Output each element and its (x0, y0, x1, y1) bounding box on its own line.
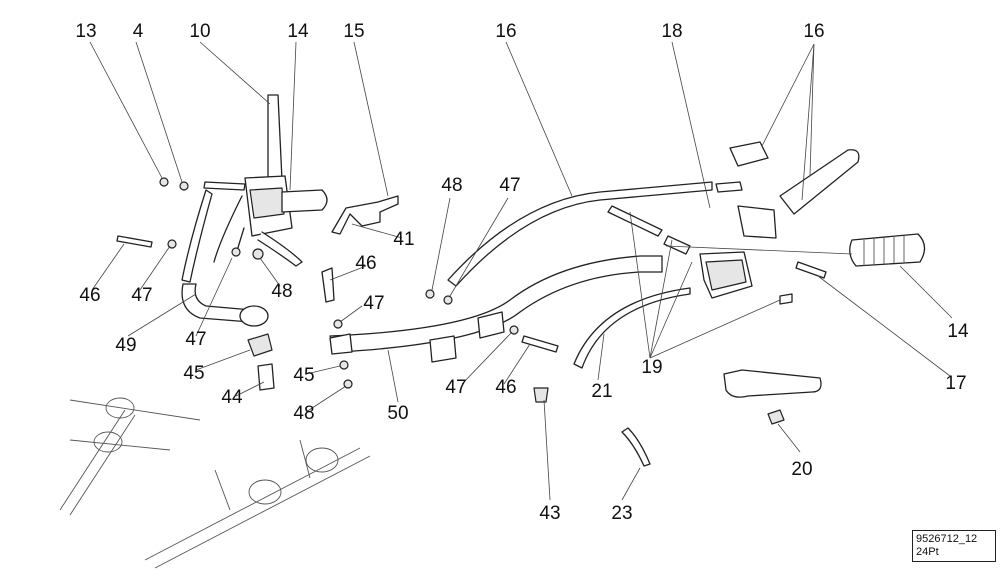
throttle-cable (447, 181, 713, 287)
label-16-right: 16 (803, 21, 824, 42)
label-46-center: 46 (355, 253, 376, 274)
drawing-sub-code: 24Pt (916, 546, 939, 558)
label-14-right: 14 (947, 321, 969, 342)
handle-bar (329, 255, 663, 353)
label-15: 15 (343, 21, 364, 42)
right-lever-assembly (607, 141, 860, 425)
choke-cable (573, 287, 691, 369)
label-48-lower: 48 (293, 403, 314, 424)
label-47-center: 47 (363, 293, 384, 314)
label-49: 49 (115, 335, 136, 356)
label-47-lower-left: 47 (185, 329, 206, 350)
frame-outline-ghost (59, 397, 371, 569)
label-4: 4 (133, 21, 144, 42)
label-16-mid: 16 (495, 21, 516, 42)
label-47-upper: 47 (499, 175, 520, 196)
label-41: 41 (393, 229, 414, 250)
callout-labels: 13 4 10 14 15 16 18 16 41 48 47 46 47 49… (75, 21, 969, 524)
label-46-lower: 46 (495, 377, 516, 398)
label-47-left: 47 (131, 285, 152, 306)
label-47-lower: 47 (445, 377, 466, 398)
label-20: 20 (791, 459, 812, 480)
label-45-center: 45 (293, 365, 314, 386)
label-48-upper: 48 (441, 175, 462, 196)
throttle-lever-assembly (181, 94, 328, 327)
drawing-code: 9526712_12 (916, 533, 978, 545)
right-grip (849, 233, 926, 267)
label-17: 17 (945, 373, 966, 394)
label-45-left: 45 (183, 363, 204, 384)
drawing-code-box: 9526712_12 24Pt (912, 530, 996, 562)
small-hardware (116, 177, 559, 403)
label-50: 50 (387, 403, 408, 424)
label-23: 23 (611, 503, 632, 524)
label-13: 13 (75, 21, 96, 42)
label-10: 10 (189, 21, 210, 42)
label-48-left: 48 (271, 281, 292, 302)
label-19: 19 (641, 357, 662, 378)
leader-lines (89, 41, 953, 501)
cable-clip (331, 195, 399, 235)
label-21: 21 (591, 381, 612, 402)
label-43: 43 (539, 503, 560, 524)
label-44: 44 (221, 387, 243, 408)
bar-mount-tabs (329, 311, 505, 363)
label-18: 18 (661, 21, 682, 42)
label-14-top: 14 (287, 21, 309, 42)
cable-tie (621, 427, 651, 467)
label-46-left: 46 (79, 285, 100, 306)
